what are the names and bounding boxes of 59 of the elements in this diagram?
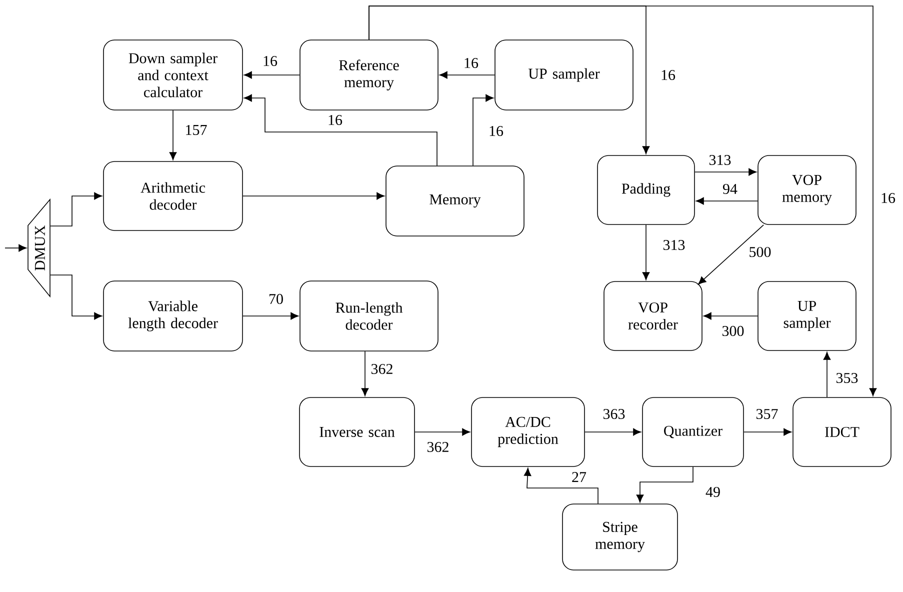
arrow <box>50 192 102 226</box>
edge-label: 16 <box>262 54 278 68</box>
arrow <box>169 110 177 160</box>
edge-label: 362 <box>426 440 450 454</box>
process-box: UP sampler <box>758 281 856 351</box>
arrow <box>4 244 27 252</box>
arrow <box>823 352 831 398</box>
arrow <box>242 192 385 200</box>
process-box: Run-length decoder <box>300 280 438 352</box>
process-box: Reference memory <box>300 40 438 110</box>
process-box: IDCT <box>792 397 892 467</box>
arrow <box>242 312 299 320</box>
process-box: Variable length decoder <box>103 280 243 352</box>
edge-label: 27 <box>570 471 588 483</box>
process-box: Arithmetic decoder <box>103 161 243 231</box>
edge-label: 500 <box>748 246 772 258</box>
edge-label: 94 <box>722 182 738 196</box>
arrow <box>414 428 470 436</box>
process-box: UP sampler <box>494 40 634 110</box>
edge-label: 313 <box>662 238 686 252</box>
arrow <box>472 94 494 166</box>
edge-label: 16 <box>660 68 676 82</box>
process-box: Down sampler and context calculator <box>103 40 243 110</box>
edge-label: 353 <box>834 372 860 384</box>
process-box: VOP recorder <box>604 281 702 351</box>
edge-label: 70 <box>268 292 284 306</box>
process-box: Inverse scan <box>299 397 415 467</box>
process-box: Padding <box>597 155 695 225</box>
process-box: VOP memory <box>758 155 856 225</box>
arrow <box>636 466 694 503</box>
edge-label: 49 <box>704 486 722 498</box>
process-box: Memory <box>386 166 524 236</box>
arrow <box>439 71 495 79</box>
arrow <box>744 428 792 436</box>
edge-label: 300 <box>720 324 746 338</box>
process-box: AC/DC prediction <box>471 397 585 467</box>
arrow <box>361 351 369 396</box>
edge-label: 362 <box>370 362 394 376</box>
arrow <box>694 168 757 176</box>
edge-label: 16 <box>488 124 504 138</box>
process-box: Stripe memory <box>562 504 678 570</box>
edge-label: 313 <box>708 154 732 166</box>
edge-label: 16 <box>462 56 480 70</box>
edge-label: 357 <box>754 408 780 420</box>
arrow <box>244 94 438 166</box>
arrow <box>703 312 758 320</box>
process-box: Quantizer <box>642 397 744 467</box>
arrow <box>50 274 102 320</box>
edge-label: 363 <box>602 408 626 420</box>
arrow <box>368 6 877 396</box>
arrow <box>244 71 300 79</box>
arrow <box>524 468 598 504</box>
edge-label: 16 <box>880 192 896 204</box>
edge-label: 157 <box>184 124 208 136</box>
arrow <box>698 224 764 285</box>
arrow <box>696 197 758 205</box>
edge-label: 16 <box>326 114 344 126</box>
arrow <box>584 428 642 436</box>
arrow <box>642 224 650 280</box>
